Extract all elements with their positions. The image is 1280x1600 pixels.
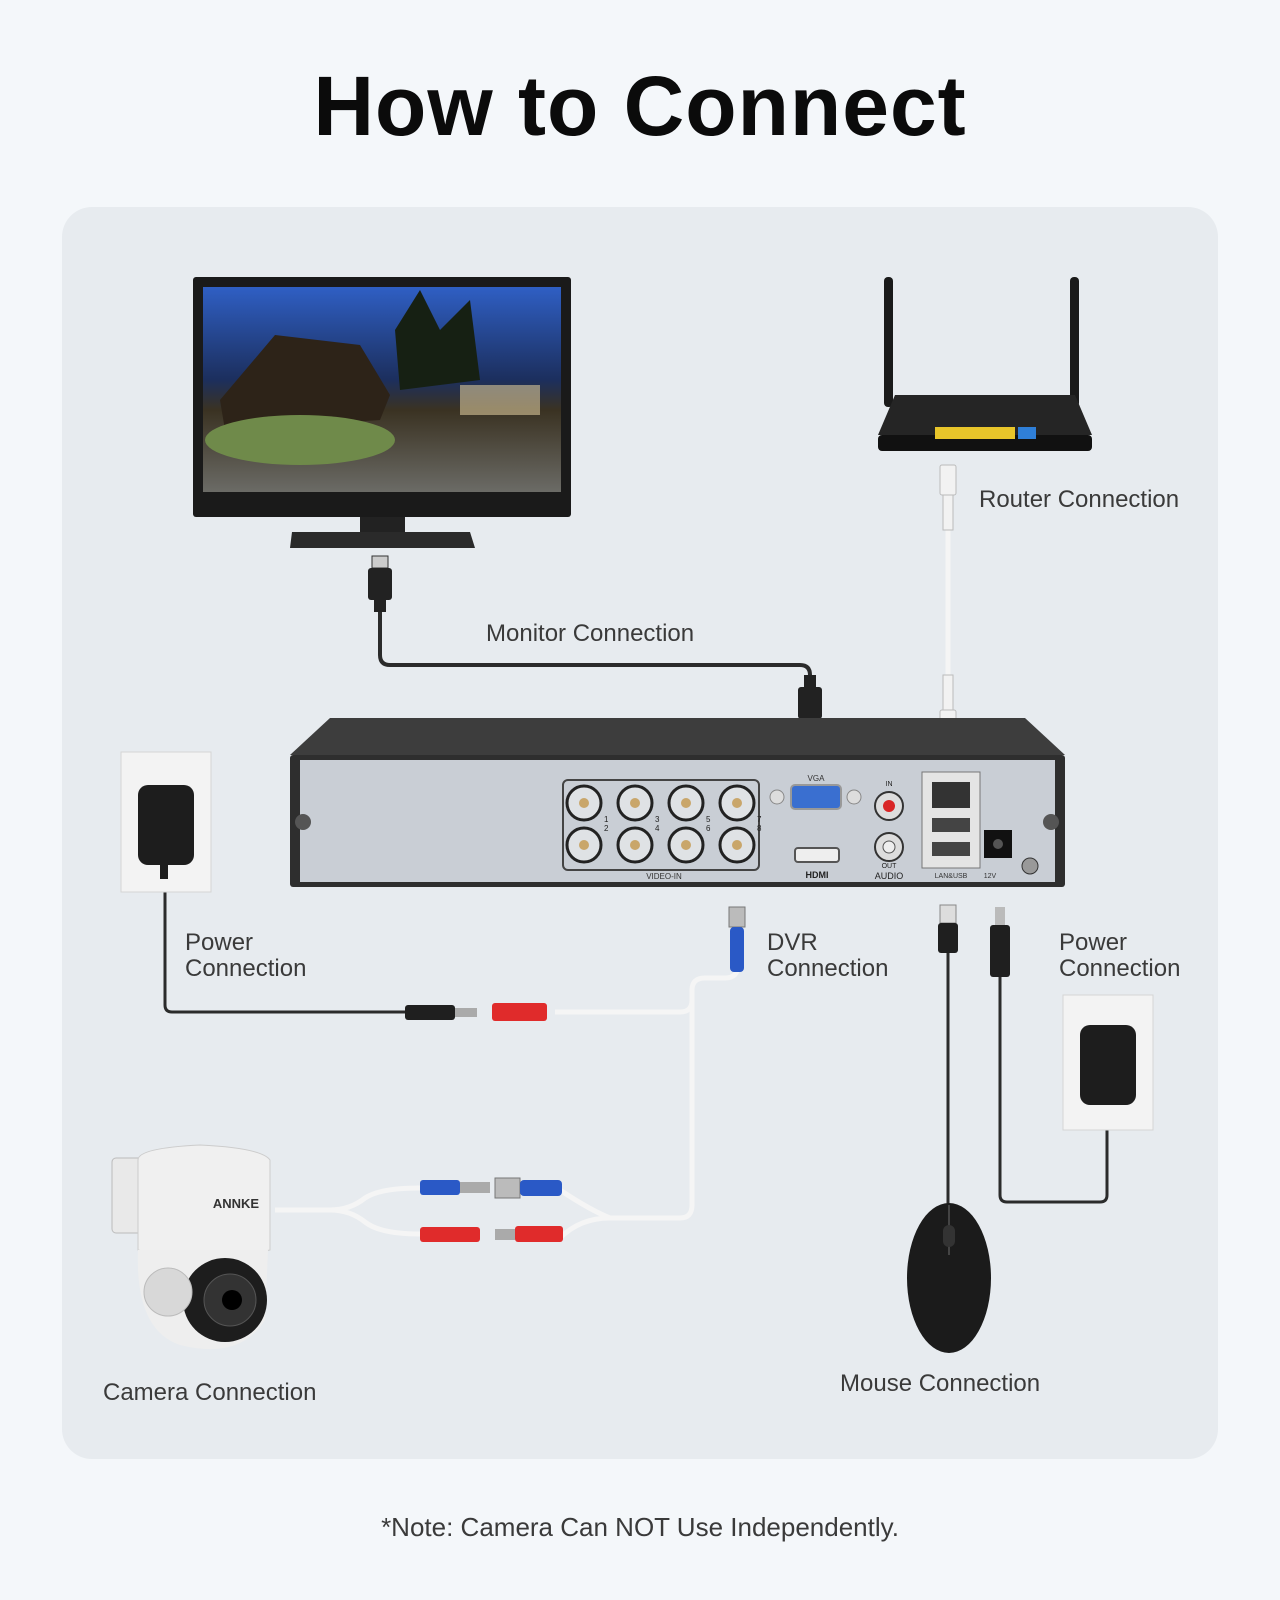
channel-number: 5 — [706, 815, 711, 824]
channel-number: 7 — [757, 815, 762, 824]
siamese-cable — [275, 964, 741, 1240]
dc-plug-left — [405, 1005, 477, 1020]
channel-number: 1 — [604, 815, 609, 824]
channel-number: 8 — [757, 824, 762, 833]
mouse-connection-label: Mouse Connection — [840, 1370, 1041, 1397]
usb-plug — [938, 904, 958, 953]
power-adapter-left-icon — [120, 751, 212, 893]
camera-connection-label: Camera Connection — [103, 1379, 317, 1406]
hdmi-cable — [378, 610, 812, 690]
channel-number: 6 — [706, 824, 711, 833]
video-in-label: VIDEO-IN — [646, 872, 682, 881]
footnote: *Note: Camera Can NOT Use Independently. — [381, 1512, 899, 1542]
power-adapter-right-icon — [1062, 994, 1154, 1131]
dc-plug-right — [990, 907, 1010, 977]
power-port-label: 12V — [984, 873, 997, 880]
ethernet-plug-router — [939, 464, 957, 531]
power-cable-left — [163, 880, 410, 1014]
vga-port: VGA — [769, 774, 862, 810]
hdmi-plug-monitor — [368, 555, 392, 612]
power-connection-right-label: Power Connection — [1059, 930, 1180, 982]
channel-number: 4 — [655, 824, 660, 833]
page-title: How to Connect — [313, 59, 967, 153]
audio-ports: IN OUT AUDIO — [874, 781, 904, 881]
power-right-line1: Power — [1059, 929, 1128, 956]
camera-brand: ANNKE — [213, 1196, 260, 1211]
power-port: 12V — [984, 830, 1039, 880]
rca-power-female — [492, 1003, 547, 1021]
channel-number: 2 — [604, 824, 609, 833]
router-connection-label: Router Connection — [979, 486, 1180, 513]
power-cable-right — [998, 975, 1109, 1204]
power-left-line1: Power — [185, 929, 254, 956]
monitor-icon — [193, 277, 571, 548]
hdmi-port: HDMI — [794, 847, 840, 880]
audio-label: AUDIO — [875, 871, 904, 881]
lan-usb-ports: LAN&USB — [921, 771, 981, 880]
mouse-icon — [907, 1203, 991, 1353]
power-connection-left-label: Power Connection — [185, 930, 306, 982]
monitor-connection-label: Monitor Connection — [486, 620, 695, 647]
dvr-icon: VIDEO-IN VGA HDMI IN OUT AUDIO LAN&USB — [290, 718, 1065, 887]
hdmi-label: HDMI — [806, 870, 829, 880]
vga-label: VGA — [808, 774, 826, 783]
camera-icon: ANNKE — [111, 1144, 271, 1350]
bnc-plug-dvr — [728, 906, 746, 972]
power-right-line2: Connection — [1059, 955, 1181, 982]
audio-out-label: OUT — [882, 863, 898, 870]
power-left-line2: Connection — [185, 955, 307, 982]
router-icon — [878, 277, 1092, 451]
bnc-connector-camera — [420, 1177, 562, 1199]
audio-in-label: IN — [886, 781, 893, 788]
dvr-line1: DVR — [767, 929, 818, 956]
dvr-connection-label: DVR Connection — [767, 930, 888, 982]
dvr-line2: Connection — [767, 955, 889, 982]
lan-usb-label: LAN&USB — [935, 873, 968, 880]
channel-number: 3 — [655, 815, 660, 824]
power-connector-camera — [420, 1226, 563, 1242]
